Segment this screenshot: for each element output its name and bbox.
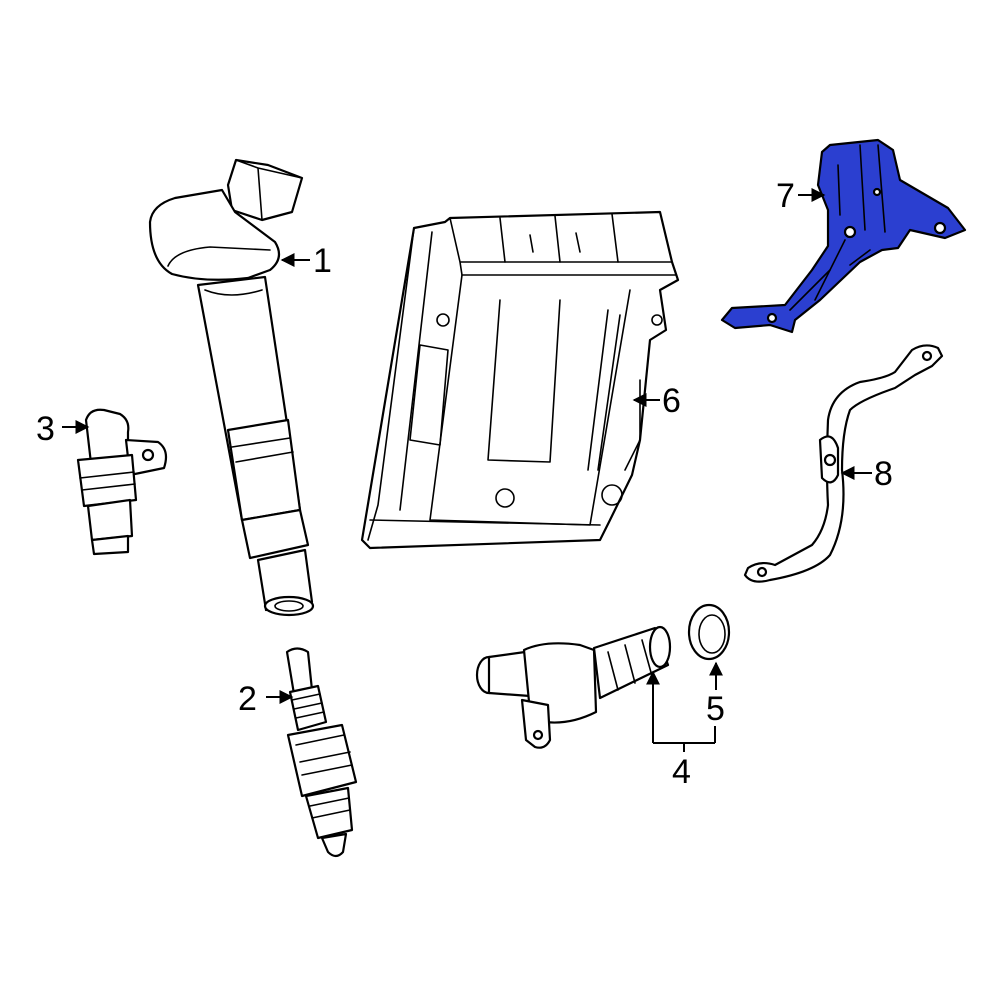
spark-plug[interactable] bbox=[285, 647, 358, 858]
callout-label-5: 5 bbox=[706, 690, 725, 728]
callout-8: 8 bbox=[840, 455, 893, 493]
callout-label-6: 6 bbox=[662, 382, 681, 420]
callout-label-8: 8 bbox=[874, 455, 893, 493]
callout-1: 1 bbox=[280, 242, 332, 280]
callout-label-3: 3 bbox=[36, 410, 55, 448]
callout-label-7: 7 bbox=[776, 177, 795, 215]
callout-6: 6 bbox=[632, 382, 681, 420]
position-sensor[interactable] bbox=[76, 408, 168, 556]
callout-label-4: 4 bbox=[672, 753, 691, 791]
seal-ring[interactable] bbox=[687, 603, 731, 661]
callout-label-2: 2 bbox=[238, 680, 257, 718]
callout-label-1: 1 bbox=[313, 242, 332, 280]
ignition-coil[interactable] bbox=[148, 158, 315, 617]
callout-3: 3 bbox=[36, 410, 90, 448]
callout-7: 7 bbox=[776, 177, 826, 215]
callout-5: 5 bbox=[706, 661, 725, 728]
mounting-strap[interactable] bbox=[743, 344, 944, 583]
callout-4: 4 bbox=[646, 670, 716, 791]
ecu-bracket[interactable] bbox=[720, 138, 967, 334]
oil-control-valve[interactable] bbox=[475, 625, 672, 749]
callout-2: 2 bbox=[238, 680, 294, 718]
engine-control-module[interactable] bbox=[360, 210, 680, 550]
